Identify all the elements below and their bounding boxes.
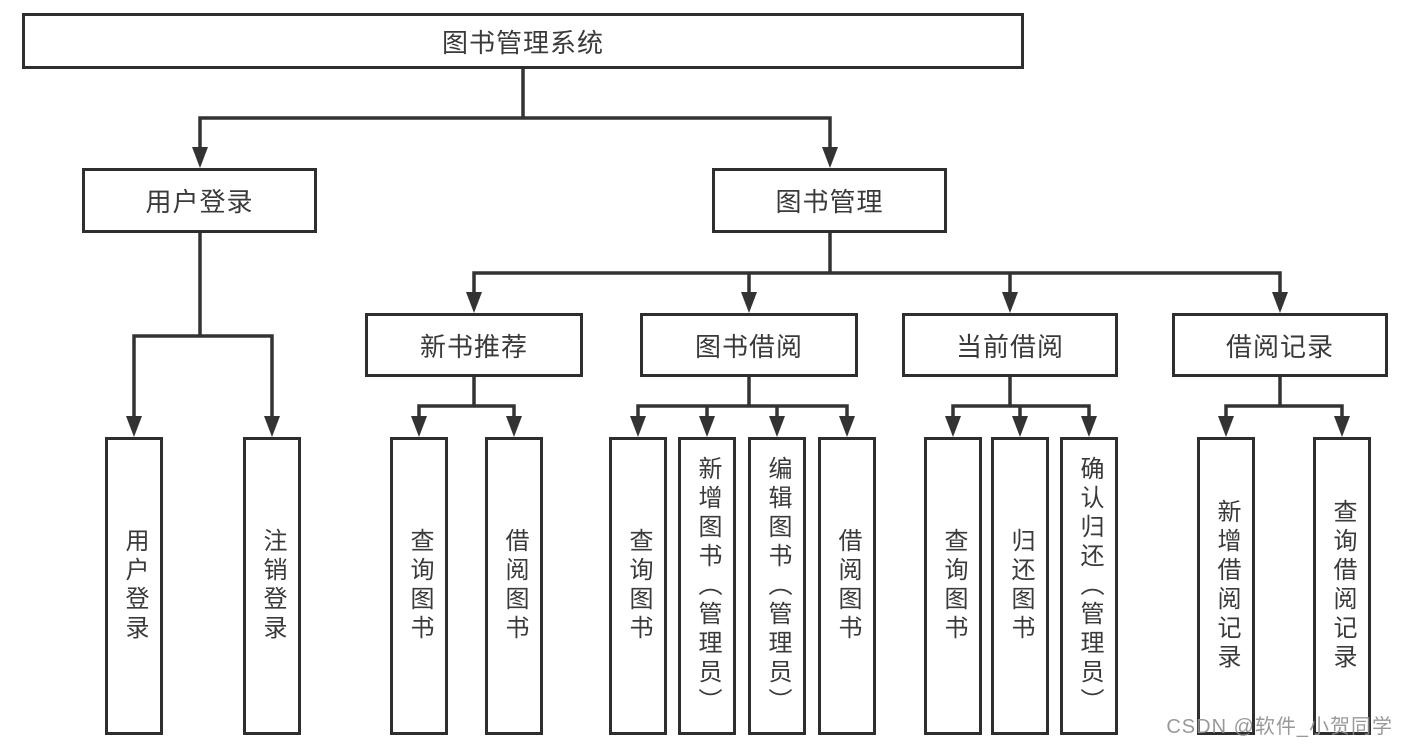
leaf-query-book-current-label: 查询图书 xyxy=(940,528,967,644)
leaf-query-book-borrow-label: 查询图书 xyxy=(625,528,652,644)
node-user-login-label: 用户登录 xyxy=(145,187,254,217)
leaf-user-login: 用户登录 xyxy=(105,437,163,735)
leaf-borrow-book-label: 借阅图书 xyxy=(834,528,861,644)
leaf-query-book-borrow: 查询图书 xyxy=(609,437,667,735)
connector-root-to-level2 xyxy=(192,69,838,168)
leaf-confirm-return-admin-label: 确认归还（管理员） xyxy=(1076,455,1103,717)
connector-user-login-to-leaves xyxy=(126,233,280,437)
leaf-user-login-label: 用户登录 xyxy=(121,528,148,644)
leaf-return-book-label: 归还图书 xyxy=(1007,528,1034,644)
node-new-book-recommend-label: 新书推荐 xyxy=(419,331,528,362)
leaf-query-borrow-record: 查询借阅记录 xyxy=(1313,437,1371,735)
leaf-query-book-recommend-label: 查询图书 xyxy=(406,528,433,644)
node-root: 图书管理系统 xyxy=(22,13,1024,69)
node-root-label: 图书管理系统 xyxy=(441,27,604,58)
node-current-borrow: 当前借阅 xyxy=(902,313,1118,377)
csdn-watermark: CSDN @软件_小贺同学 xyxy=(1166,716,1393,738)
leaf-logout-login: 注销登录 xyxy=(243,437,301,735)
connector-current-borrow-to-leaves xyxy=(945,377,1097,437)
leaf-query-book-recommend: 查询图书 xyxy=(390,437,448,735)
leaf-edit-book-admin-label: 编辑图书（管理员） xyxy=(764,455,791,717)
connector-book-management-to-level3 xyxy=(466,233,1288,313)
leaf-edit-book-admin: 编辑图书（管理员） xyxy=(748,437,806,735)
leaf-logout-login-label: 注销登录 xyxy=(259,528,286,644)
leaf-query-book-current: 查询图书 xyxy=(924,437,982,735)
node-user-login: 用户登录 xyxy=(82,168,317,233)
node-current-borrow-label: 当前借阅 xyxy=(955,331,1064,362)
node-book-management: 图书管理 xyxy=(712,168,947,233)
leaf-add-book-admin-label: 新增图书（管理员） xyxy=(694,455,721,717)
leaf-add-book-admin: 新增图书（管理员） xyxy=(678,437,736,735)
node-borrow-record-label: 借阅记录 xyxy=(1225,331,1334,362)
leaf-borrow-book-recommend-label: 借阅图书 xyxy=(501,528,528,644)
connector-book-borrow-to-leaves xyxy=(630,377,855,437)
leaf-query-borrow-record-label: 查询借阅记录 xyxy=(1329,499,1356,673)
connector-borrow-record-to-leaves xyxy=(1218,377,1350,437)
node-new-book-recommend: 新书推荐 xyxy=(365,313,583,377)
leaf-borrow-book-recommend: 借阅图书 xyxy=(485,437,543,735)
connector-new-book-recommend-to-leaves xyxy=(411,377,522,437)
leaf-confirm-return-admin: 确认归还（管理员） xyxy=(1060,437,1118,735)
leaf-add-borrow-record-label: 新增借阅记录 xyxy=(1213,499,1240,673)
leaf-return-book: 归还图书 xyxy=(991,437,1049,735)
node-book-borrow-label: 图书借阅 xyxy=(694,331,803,362)
node-book-borrow: 图书借阅 xyxy=(640,313,858,377)
node-book-management-label: 图书管理 xyxy=(775,187,884,217)
leaf-borrow-book: 借阅图书 xyxy=(818,437,876,735)
node-borrow-record: 借阅记录 xyxy=(1172,313,1388,377)
leaf-add-borrow-record: 新增借阅记录 xyxy=(1197,437,1255,735)
